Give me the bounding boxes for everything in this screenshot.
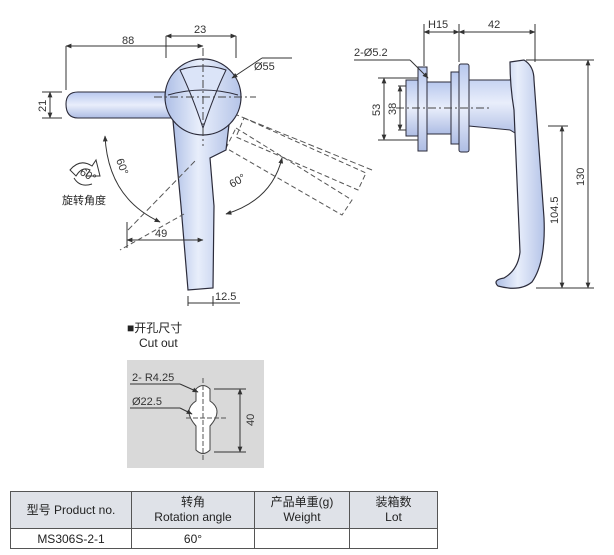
cell-product: MS306S-2-1 [10,528,132,549]
ghost-handle-lower [225,127,353,216]
dim-130: 130 [575,168,587,186]
table-row: MS306S-2-1 60° [10,528,438,549]
lever-body [171,109,231,291]
side-lever [495,59,545,289]
dim-53: 53 [371,104,383,116]
dim-104-5: 104.5 [549,196,561,224]
cell-lot [349,528,438,549]
dim-23: 23 [194,24,206,36]
dim-d225: Ø22.5 [132,396,162,408]
angle-60-left: 60° [113,157,130,177]
dim-88: 88 [122,35,134,47]
technical-drawing: 88 23 Ø55 21 49 12.5 60° 60° 60° 旋转角度 [37,19,594,468]
dim-21: 21 [37,100,49,112]
dim-42: 42 [488,19,500,31]
header-weight: 产品单重(g)Weight [254,491,350,529]
dim-12-5: 12.5 [215,291,236,303]
angle-60-right: 60° [228,172,248,191]
cutout-diagram: 2- R4.25 Ø22.5 40 [127,360,264,468]
cutout-shape [188,385,218,454]
dim-49: 49 [155,228,167,240]
dim-55: Ø55 [254,61,275,73]
cutout-title-cn: ■开孔尺寸 [127,321,183,335]
handle-arm [65,91,173,119]
ghost-handle-upper [235,117,367,191]
front-view: 88 23 Ø55 21 49 12.5 60° 60° [37,24,373,306]
dim-40: 40 [245,414,257,426]
dim-h15: H15 [428,19,448,31]
dim-38: 38 [387,103,399,115]
side-view: H15 42 2-Ø5.2 53 38 130 104.5 [354,19,594,289]
cell-weight [254,528,350,549]
rotation-angle-icon: 60° [69,158,101,186]
cell-angle: 60° [131,528,255,549]
header-product: 型号 Product no. [10,491,132,529]
rotation-label: 旋转角度 [62,193,106,207]
dim-52: 2-Ø5.2 [354,47,388,59]
cutout-title: ■开孔尺寸 Cut out [127,321,182,351]
dim-r425: 2- R4.25 [132,372,174,384]
cutout-title-en: Cut out [139,336,178,350]
